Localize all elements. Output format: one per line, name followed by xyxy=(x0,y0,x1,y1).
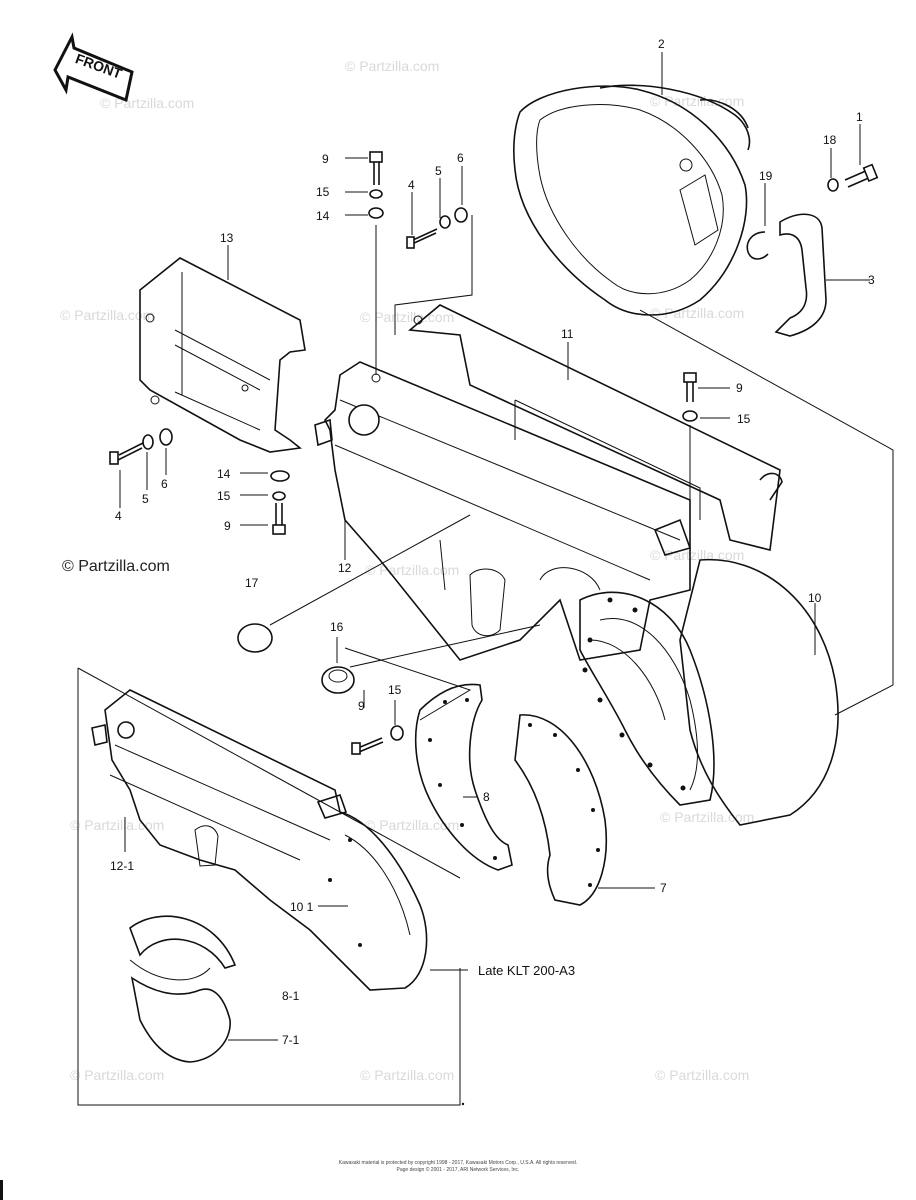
part-label-10: 10 xyxy=(808,591,822,605)
part-label-5: 5 xyxy=(435,164,442,178)
part-label-9: 9 xyxy=(322,152,329,166)
hardware-4-5-6-left xyxy=(109,428,173,465)
part-label-13: 13 xyxy=(220,231,234,245)
part-label-14: 14 xyxy=(217,467,231,481)
part-label-7-1: 7-1 xyxy=(282,1033,300,1047)
watermark: © Partzilla.com xyxy=(345,58,439,74)
part-label-9: 9 xyxy=(736,381,743,395)
part-label-7: 7 xyxy=(660,881,667,895)
part-label-5: 5 xyxy=(142,492,149,506)
front-arrow-icon: FRONT xyxy=(53,32,134,103)
part-label-6: 6 xyxy=(457,151,464,165)
watermark: © Partzilla.com xyxy=(360,1067,454,1083)
part-label-8-1: 8-1 xyxy=(282,989,300,1003)
edge-mark xyxy=(0,1180,3,1200)
part-12-housing xyxy=(314,361,692,661)
watermark: © Partzilla.com xyxy=(100,95,194,111)
part-label-8: 8 xyxy=(483,790,490,804)
watermark: © Partzilla.com xyxy=(360,309,454,325)
part-label-1: 1 xyxy=(856,110,863,124)
hardware-top-center xyxy=(368,151,384,219)
watermark: © Partzilla.com xyxy=(660,809,754,825)
leader-lines xyxy=(119,52,894,1041)
stray-mark xyxy=(461,1102,465,1106)
watermark: © Partzilla.com xyxy=(60,307,154,323)
part-2-duct xyxy=(513,84,751,316)
part-7-plate xyxy=(514,714,608,906)
part-13-bracket xyxy=(139,257,306,453)
watermark: © Partzilla.com xyxy=(365,817,459,833)
part-label-15: 15 xyxy=(388,683,402,697)
part-8-plate xyxy=(414,683,513,871)
part-label-15: 15 xyxy=(316,185,330,199)
part-label-9: 9 xyxy=(358,699,365,713)
part-11-cover xyxy=(408,304,783,551)
watermark: © Partzilla.com xyxy=(70,1067,164,1083)
late-variant-inset xyxy=(77,667,461,1106)
part-3-bracket xyxy=(774,213,827,337)
part-18-washer xyxy=(827,178,839,192)
watermark: © Partzilla.com xyxy=(655,1067,749,1083)
part-label-4: 4 xyxy=(408,178,415,192)
watermark: © Partzilla.com xyxy=(650,547,744,563)
hardware-14-15-9-left xyxy=(270,470,290,535)
part-10-cover xyxy=(579,558,839,826)
part-label-19: 19 xyxy=(759,169,773,183)
hardware-9-15-lower xyxy=(351,725,404,755)
watermark: © Partzilla.com xyxy=(365,562,459,578)
part-label-18: 18 xyxy=(823,133,837,147)
late-variant-note: Late KLT 200-A3 xyxy=(478,963,575,978)
part-label-11: 11 xyxy=(561,327,574,341)
part-1-bolt xyxy=(844,163,879,188)
watermark: © Partzilla.com xyxy=(650,93,744,109)
watermark: © Partzilla.com xyxy=(70,817,164,833)
part-16-grommet xyxy=(321,666,355,694)
part-label-2: 2 xyxy=(658,37,665,51)
part-label-16: 16 xyxy=(330,620,344,634)
hardware-9-15-right xyxy=(682,372,698,422)
part-label-15: 15 xyxy=(217,489,231,503)
part-label-6: 6 xyxy=(161,477,168,491)
copyright-line-2: Page design © 2001 - 2017, ARI Network S… xyxy=(396,1167,520,1173)
part-label-9: 9 xyxy=(224,519,231,533)
part-label-15: 15 xyxy=(737,412,751,426)
partzilla-notice: © Partzilla.com xyxy=(62,558,170,575)
part-number-labels: 2 1 18 19 3 9 15 14 4 5 6 11 13 4 5 6 14… xyxy=(110,37,875,1047)
part-label-14: 14 xyxy=(316,209,330,223)
watermark: © Partzilla.com xyxy=(650,305,744,321)
part-label-17: 17 xyxy=(245,576,259,590)
part-label-12: 12 xyxy=(338,561,352,575)
part-17-cap xyxy=(237,623,273,653)
part-label-10-1: 10 1 xyxy=(290,900,314,914)
copyright-line-1: Kawasaki material is protected by copyri… xyxy=(338,1160,578,1166)
part-label-12-1: 12-1 xyxy=(110,859,134,873)
part-19-clip xyxy=(746,231,769,260)
part-label-4: 4 xyxy=(115,509,122,523)
part-label-3: 3 xyxy=(868,273,875,287)
hardware-4-5-6-top xyxy=(406,207,468,249)
